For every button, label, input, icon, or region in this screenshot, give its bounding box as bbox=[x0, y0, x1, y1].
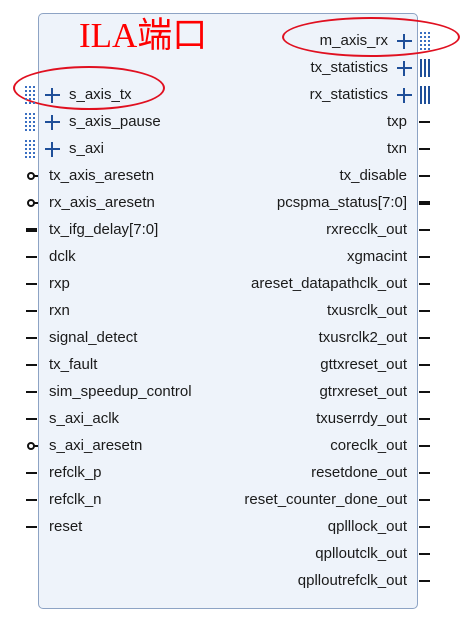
active-low-bubble-icon-s-axi-aresetn bbox=[27, 442, 35, 450]
port-label-rx-statistics[interactable]: rx_statistics bbox=[309, 86, 388, 103]
port-label-s-axi-aclk[interactable]: s_axi_aclk bbox=[49, 410, 120, 427]
bus-interface-icon-rx-statistics bbox=[420, 86, 430, 104]
port-pin-resetdone-out bbox=[419, 472, 430, 474]
port-pin-txp bbox=[419, 121, 430, 123]
expand-plus-icon-m-axis-rx[interactable] bbox=[397, 34, 412, 49]
port-pin-reset-counter-done-out bbox=[419, 499, 430, 501]
bus-interface-icon-s-axis-tx bbox=[25, 86, 35, 104]
port-label-s-axis-tx[interactable]: s_axis_tx bbox=[69, 86, 132, 103]
port-label-s-axi-aresetn[interactable]: s_axi_aresetn bbox=[49, 437, 143, 454]
port-label-txp[interactable]: txp bbox=[386, 113, 407, 130]
port-label-txusrclk2-out[interactable]: txusrclk2_out bbox=[318, 329, 407, 346]
port-label-tx-statistics[interactable]: tx_statistics bbox=[310, 59, 388, 76]
port-pin-gttxreset-out bbox=[419, 364, 430, 366]
port-pin-txuserrdy-out bbox=[419, 418, 430, 420]
port-label-xgmacint[interactable]: xgmacint bbox=[346, 248, 407, 265]
port-pin-gtrxreset-out bbox=[419, 391, 430, 393]
port-pin-areset-datapathclk-out bbox=[419, 283, 430, 285]
port-label-s-axis-pause[interactable]: s_axis_pause bbox=[69, 113, 161, 130]
bus-interface-icon-s-axis-pause bbox=[25, 113, 35, 131]
expand-plus-icon-tx-statistics[interactable] bbox=[397, 61, 412, 76]
port-label-refclk-n[interactable]: refclk_n bbox=[49, 491, 102, 508]
port-label-gttxreset-out[interactable]: gttxreset_out bbox=[320, 356, 407, 373]
port-label-tx-ifg-delay-7-0[interactable]: tx_ifg_delay[7:0] bbox=[49, 221, 159, 238]
port-pin-tx-axis-aresetn bbox=[33, 175, 38, 177]
expand-plus-icon-s-axis-tx[interactable] bbox=[45, 88, 60, 103]
port-label-qplllock-out[interactable]: qplllock_out bbox=[327, 518, 407, 535]
expand-plus-icon-s-axis-pause[interactable] bbox=[45, 115, 60, 130]
port-label-tx-fault[interactable]: tx_fault bbox=[49, 356, 98, 373]
port-label-rxp[interactable]: rxp bbox=[49, 275, 70, 292]
port-pin-signal-detect bbox=[26, 337, 37, 339]
ip-block[interactable] bbox=[38, 13, 418, 609]
port-label-qplloutclk-out[interactable]: qplloutclk_out bbox=[315, 545, 407, 562]
port-label-tx-axis-aresetn[interactable]: tx_axis_aresetn bbox=[49, 167, 155, 184]
port-pin-dclk bbox=[26, 256, 37, 258]
port-label-areset-datapathclk-out[interactable]: areset_datapathclk_out bbox=[251, 275, 407, 292]
port-label-txn[interactable]: txn bbox=[386, 140, 407, 157]
port-label-resetdone-out[interactable]: resetdone_out bbox=[311, 464, 407, 481]
bus-interface-icon-tx-statistics bbox=[420, 59, 430, 77]
port-pin-reset bbox=[26, 526, 37, 528]
port-label-coreclk-out[interactable]: coreclk_out bbox=[330, 437, 407, 454]
port-pin-qplloutrefclk-out bbox=[419, 580, 430, 582]
port-pin-rx-axis-aresetn bbox=[33, 202, 38, 204]
port-pin-s-axi-aresetn bbox=[33, 445, 38, 447]
port-pin-tx-ifg-delay-7-0 bbox=[26, 228, 37, 232]
port-pin-txusrclk-out bbox=[419, 310, 430, 312]
annotation-title: ILA端口 bbox=[79, 16, 208, 55]
port-pin-pcspma-status-7-0 bbox=[419, 201, 430, 205]
port-label-pcspma-status-7-0[interactable]: pcspma_status[7:0] bbox=[276, 194, 407, 211]
port-pin-txn bbox=[419, 148, 430, 150]
port-label-s-axi[interactable]: s_axi bbox=[69, 140, 105, 157]
highlight-ellipse-s-axis-tx bbox=[13, 66, 165, 110]
port-pin-qplloutclk-out bbox=[419, 553, 430, 555]
bus-interface-icon-s-axi bbox=[25, 140, 35, 158]
port-label-dclk[interactable]: dclk bbox=[49, 248, 76, 265]
port-label-gtrxreset-out[interactable]: gtrxreset_out bbox=[319, 383, 407, 400]
port-pin-txusrclk2-out bbox=[419, 337, 430, 339]
port-label-txuserrdy-out[interactable]: txuserrdy_out bbox=[316, 410, 407, 427]
bus-interface-icon-m-axis-rx bbox=[420, 32, 430, 50]
port-pin-tx-disable bbox=[419, 175, 430, 177]
expand-plus-icon-s-axi[interactable] bbox=[45, 142, 60, 157]
port-pin-rxrecclk-out bbox=[419, 229, 430, 231]
port-label-qplloutrefclk-out[interactable]: qplloutrefclk_out bbox=[297, 572, 407, 589]
port-pin-coreclk-out bbox=[419, 445, 430, 447]
active-low-bubble-icon-rx-axis-aresetn bbox=[27, 199, 35, 207]
port-label-txusrclk-out[interactable]: txusrclk_out bbox=[326, 302, 407, 319]
port-pin-tx-fault bbox=[26, 364, 37, 366]
port-pin-rxp bbox=[26, 283, 37, 285]
port-label-rxn[interactable]: rxn bbox=[49, 302, 70, 319]
port-pin-s-axi-aclk bbox=[26, 418, 37, 420]
highlight-ellipse-m-axis-rx bbox=[282, 17, 460, 57]
port-label-reset[interactable]: reset bbox=[49, 518, 83, 535]
port-label-refclk-p[interactable]: refclk_p bbox=[49, 464, 102, 481]
active-low-bubble-icon-tx-axis-aresetn bbox=[27, 172, 35, 180]
port-label-tx-disable[interactable]: tx_disable bbox=[339, 167, 407, 184]
port-label-signal-detect[interactable]: signal_detect bbox=[49, 329, 138, 346]
port-pin-refclk-n bbox=[26, 499, 37, 501]
port-label-rx-axis-aresetn[interactable]: rx_axis_aresetn bbox=[49, 194, 155, 211]
port-label-rxrecclk-out[interactable]: rxrecclk_out bbox=[326, 221, 407, 238]
port-pin-rxn bbox=[26, 310, 37, 312]
port-label-reset-counter-done-out[interactable]: reset_counter_done_out bbox=[244, 491, 407, 508]
expand-plus-icon-rx-statistics[interactable] bbox=[397, 88, 412, 103]
port-label-m-axis-rx[interactable]: m_axis_rx bbox=[319, 32, 388, 49]
port-pin-xgmacint bbox=[419, 256, 430, 258]
port-pin-sim-speedup-control bbox=[26, 391, 37, 393]
port-pin-qplllock-out bbox=[419, 526, 430, 528]
port-label-sim-speedup-control[interactable]: sim_speedup_control bbox=[49, 383, 192, 400]
port-pin-refclk-p bbox=[26, 472, 37, 474]
